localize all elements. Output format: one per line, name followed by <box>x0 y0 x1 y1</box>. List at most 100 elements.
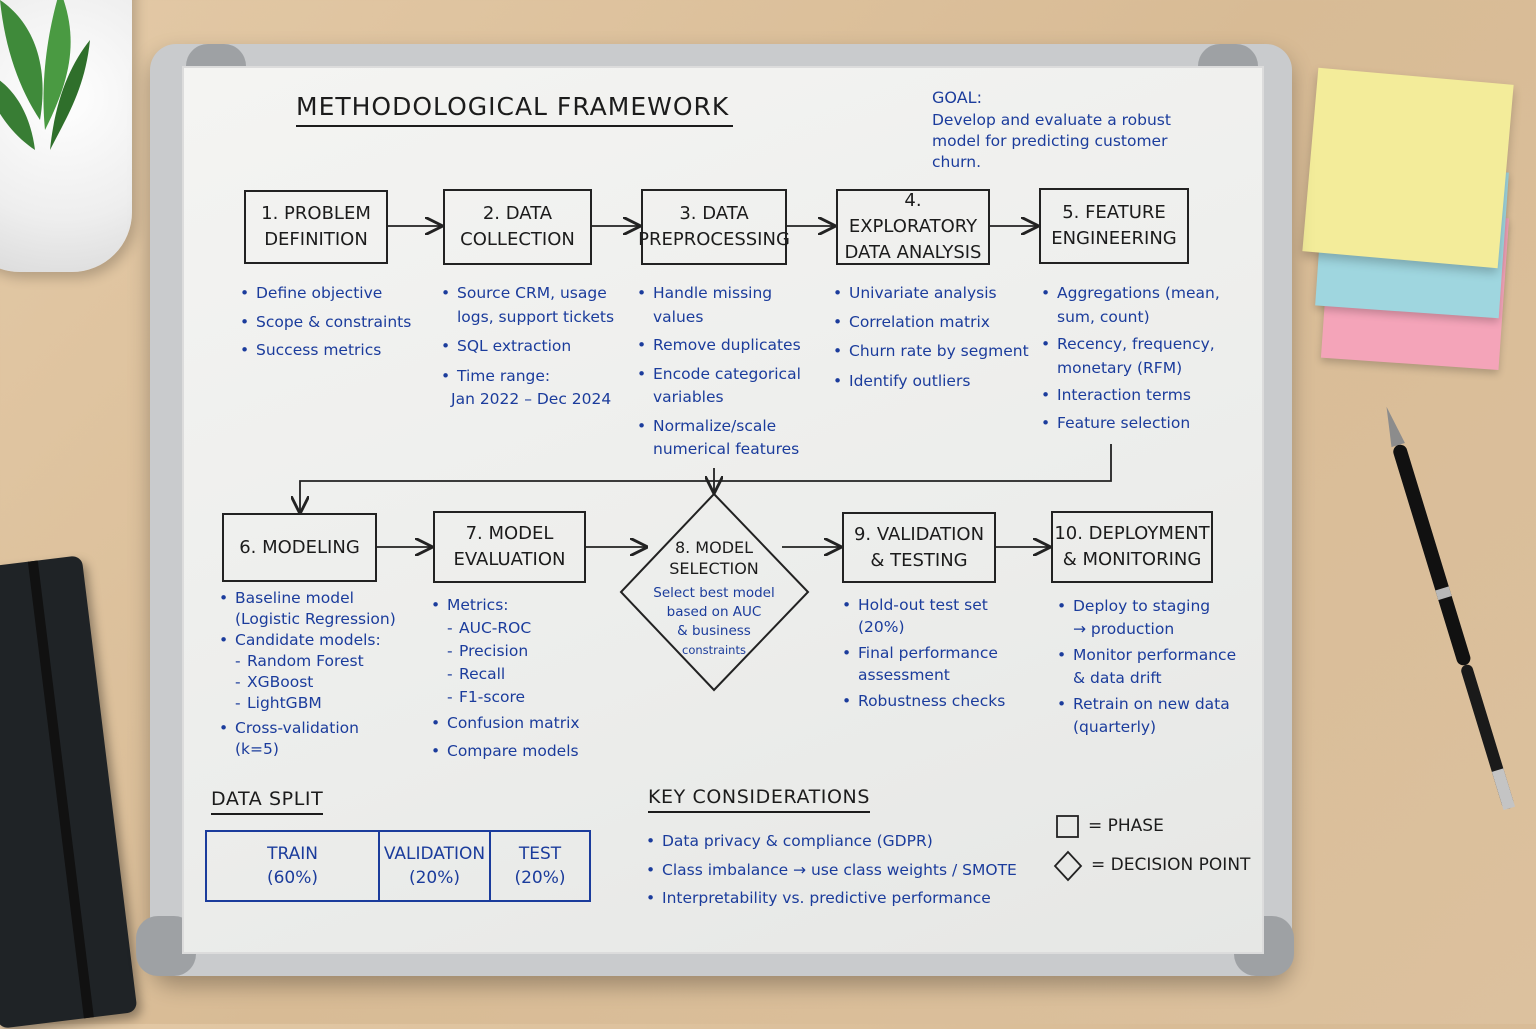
decision-diamond <box>619 492 810 692</box>
decision-text-line: based on AUC <box>666 604 762 620</box>
split-label: TEST <box>518 844 562 864</box>
bullets-data-collection: Source CRM, usage logs, support tickets … <box>441 282 614 412</box>
pen-icon <box>1376 404 1523 822</box>
list-item: sum, count) <box>1057 307 1150 326</box>
list-item: Class imbalance → use class weights / SM… <box>646 856 1017 885</box>
list-item: numerical features <box>653 440 800 458</box>
list-item: Source CRM, usage <box>441 282 614 306</box>
decision-title-line: SELECTION <box>669 559 759 578</box>
split-cell-validation: VALIDATION (20%) <box>380 832 491 900</box>
phase-box-validation-testing: 9. VALIDATION & TESTING <box>842 512 996 583</box>
list-item: Churn rate by segment <box>833 340 1029 364</box>
list-item: Monitor performance <box>1057 644 1236 667</box>
list-item: Recency, frequency, <box>1041 333 1220 357</box>
decision-text-line: constraints <box>682 643 746 657</box>
phase-box-exploratory-data-analysis: 4. EXPLORATORY DATA ANALYSIS <box>836 189 990 265</box>
list-item: Handle missing <box>637 282 801 306</box>
list-item: (Logistic Regression) <box>235 610 396 628</box>
list-item: Robustness checks <box>842 690 1005 712</box>
list-item: Scope & constraints <box>240 311 411 335</box>
bullets-feature-engineering: Aggregations (mean, sum, count) Recency,… <box>1041 282 1220 435</box>
list-item: Interpretability vs. predictive performa… <box>646 884 1017 913</box>
list-item: Remove duplicates <box>637 334 801 358</box>
split-cell-train: TRAIN (60%) <box>207 832 380 900</box>
list-item: Univariate analysis <box>833 282 1029 306</box>
bullets-modeling: Baseline model (Logistic Regression) Can… <box>219 588 396 760</box>
phase-box-modeling: 6. MODELING <box>222 513 377 582</box>
diagram-title: METHODOLOGICAL FRAMEWORK <box>296 92 734 127</box>
decision-text: Select best model based on AUC & busines… <box>644 584 784 660</box>
decision-text-line: Select best model <box>653 585 775 601</box>
list-item: assessment <box>858 666 950 684</box>
list-item: Define objective <box>240 282 411 306</box>
list-item: SQL extraction <box>441 335 614 359</box>
list-item: Time range: <box>441 365 614 389</box>
split-percent: (20%) <box>408 868 461 888</box>
list-item: Cross-validation <box>219 718 396 739</box>
list-item: AUC-ROC <box>431 617 580 640</box>
legend-decision-icon <box>1053 850 1083 882</box>
bullets-data-preprocessing: Handle missing values Remove duplicates … <box>637 282 801 462</box>
list-item: values <box>653 307 704 326</box>
list-item: Correlation matrix <box>833 311 1029 335</box>
list-item: LightGBM <box>219 693 396 714</box>
phase-box-feature-engineering: 5. FEATURE ENGINEERING <box>1039 188 1189 264</box>
bullets-exploratory-data-analysis: Univariate analysis Correlation matrix C… <box>833 282 1029 393</box>
list-item: Hold-out test set <box>842 594 1005 616</box>
list-item: Candidate models: <box>219 630 396 651</box>
split-label: TRAIN <box>267 844 318 864</box>
list-item: Encode categorical <box>637 363 801 387</box>
list-item: Jan 2022 – Dec 2024 <box>451 390 612 408</box>
list-item: Metrics: <box>431 594 580 617</box>
list-item: variables <box>653 388 724 406</box>
list-item: Normalize/scale <box>637 415 801 439</box>
list-item: Confusion matrix <box>431 712 580 735</box>
list-item: (20%) <box>858 618 905 636</box>
goal-label: GOAL: <box>932 88 982 107</box>
list-item: XGBoost <box>219 672 396 693</box>
list-item: logs, support tickets <box>457 307 615 326</box>
bullets-model-evaluation: Metrics: AUC-ROC Precision Recall F1-sco… <box>431 594 580 763</box>
list-item: monetary (RFM) <box>1057 358 1183 377</box>
list-item: Retrain on new data <box>1057 693 1236 716</box>
bullets-problem-definition: Define objective Scope & constraints Suc… <box>240 282 411 363</box>
list-item: F1-score <box>431 686 580 709</box>
phase-box-deployment-monitoring: 10. DEPLOYMENT & MONITORING <box>1051 511 1213 583</box>
decision-title-line: 8. MODEL <box>674 538 754 557</box>
list-item: Success metrics <box>240 339 411 363</box>
list-item: Identify outliers <box>833 370 1029 394</box>
decision-title: 8. MODEL SELECTION <box>644 537 784 579</box>
list-item: Baseline model <box>219 588 396 609</box>
data-split-heading: DATA SPLIT <box>211 788 324 815</box>
list-item: Interaction terms <box>1041 384 1220 408</box>
key-considerations-heading: KEY CONSIDERATIONS <box>648 786 871 813</box>
data-split-table: TRAIN (60%) VALIDATION (20%) TEST (20%) <box>205 830 591 902</box>
list-item: Random Forest <box>219 651 396 672</box>
list-item: Feature selection <box>1041 412 1220 436</box>
list-item: Recall <box>431 663 580 686</box>
plant-pot <box>0 0 132 272</box>
phase-box-problem-definition: 1. PROBLEM DEFINITION <box>244 190 388 264</box>
phase-box-data-collection: 2. DATA COLLECTION <box>443 189 592 265</box>
phase-box-data-preprocessing: 3. DATA PREPROCESSING <box>638 189 790 265</box>
goal-text: Develop and evaluate a robust model for … <box>932 111 1171 171</box>
whiteboard-surface <box>182 66 1264 954</box>
legend-decision-label: = DECISION POINT <box>1091 855 1251 875</box>
decision-text-line: & business <box>677 623 751 639</box>
split-cell-test: TEST (20%) <box>491 832 589 900</box>
list-item: Final performance <box>842 642 1005 664</box>
list-item: (quarterly) <box>1073 717 1157 736</box>
split-percent: (20%) <box>514 868 566 888</box>
split-label: VALIDATION <box>383 844 486 864</box>
key-considerations-list: Data privacy & compliance (GDPR) Class i… <box>646 827 1017 913</box>
list-item: Compare models <box>431 740 580 763</box>
bullets-validation-testing: Hold-out test set (20%) Final performanc… <box>842 594 1005 712</box>
list-item: Aggregations (mean, <box>1041 282 1220 306</box>
list-item: (k=5) <box>235 740 279 758</box>
phase-box-model-evaluation: 7. MODEL EVALUATION <box>433 511 586 583</box>
legend-phase-label: = PHASE <box>1088 816 1164 836</box>
list-item: Data privacy & compliance (GDPR) <box>646 827 1017 856</box>
list-item: Deploy to staging <box>1057 595 1236 618</box>
list-item: Precision <box>431 640 580 663</box>
